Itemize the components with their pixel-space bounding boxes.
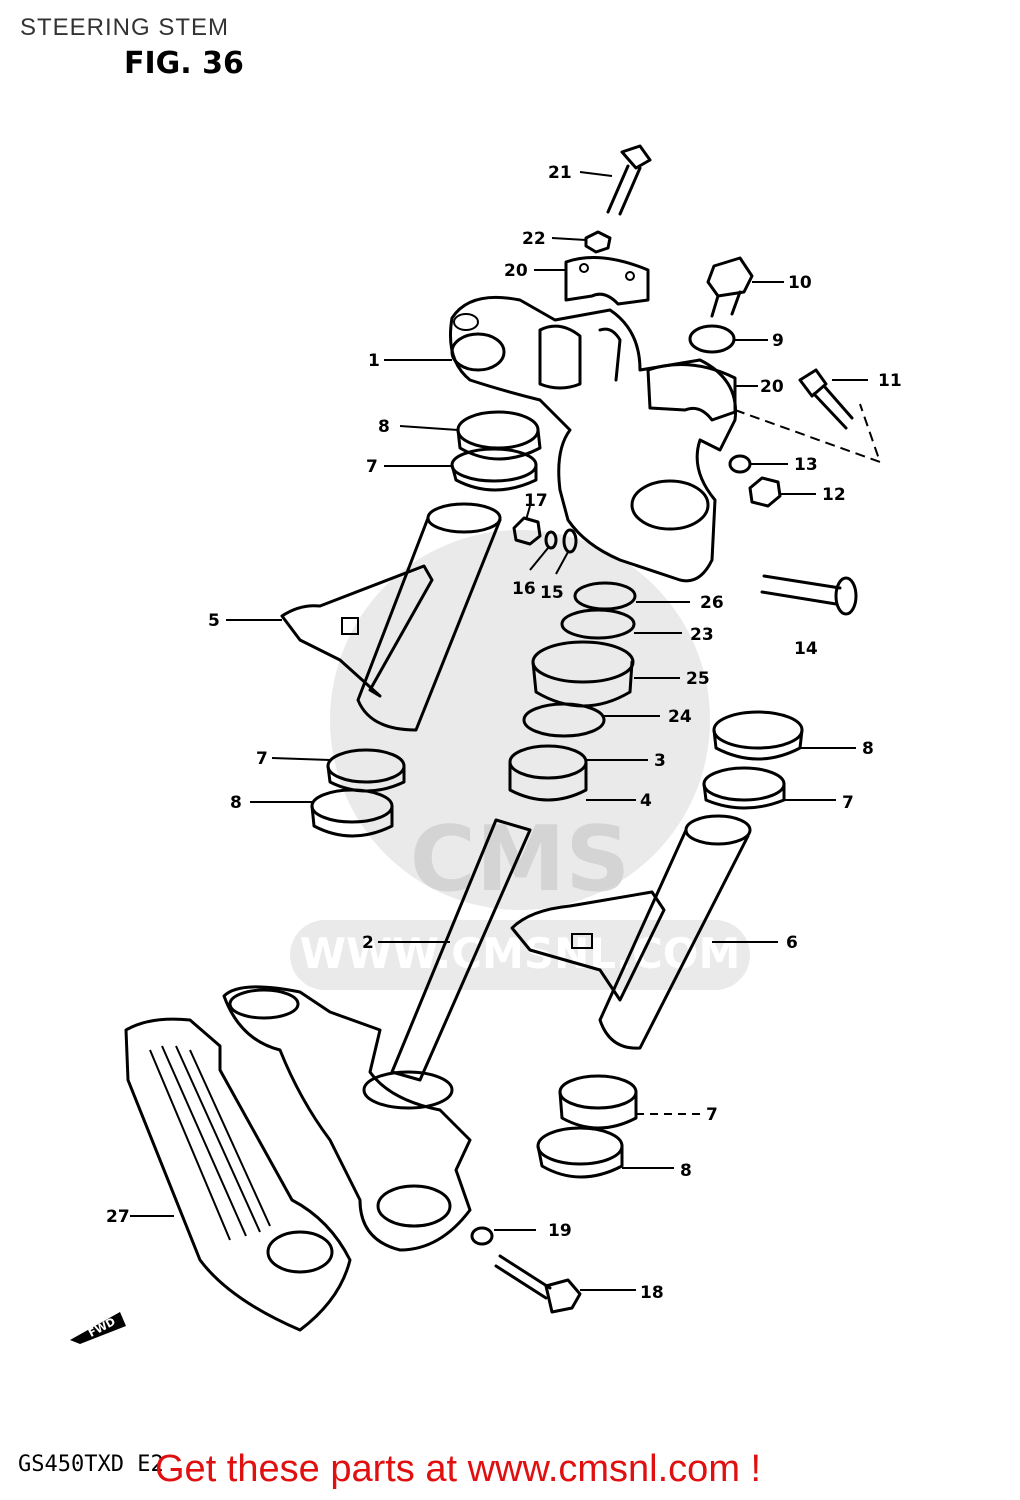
callout-numbers: 21 22 20 1 8 7 10 9 20 11 13 12 17 16 15… (106, 163, 902, 1303)
part-7-8-bearing-left (310, 748, 406, 838)
watermark-emblem (330, 530, 710, 910)
part-15-washer (562, 528, 578, 554)
callout-17: 17 (524, 491, 548, 511)
callout-7-right: 7 (842, 793, 854, 813)
callout-19: 19 (548, 1221, 572, 1241)
callout-13: 13 (794, 455, 818, 475)
fwd-arrow-icon: FWD (70, 1312, 126, 1344)
callout-8-left: 8 (230, 793, 242, 813)
part-16-washer (544, 530, 558, 550)
part-19-washer (470, 1226, 494, 1246)
part-2-steering-stem (222, 818, 532, 1252)
watermark-brand: CMS (410, 807, 630, 912)
part-10-bolt (706, 256, 754, 318)
part-8-7-bearing-upper-right (702, 710, 804, 810)
part-18-bolt (494, 1254, 582, 1314)
callout-12: 12 (822, 485, 846, 505)
callout-1: 1 (368, 351, 380, 371)
callout-25: 25 (686, 669, 710, 689)
part-12-nut (748, 476, 782, 508)
callout-14: 14 (794, 639, 818, 659)
callout-7-lower: 7 (706, 1105, 718, 1125)
callout-7-left: 7 (256, 749, 268, 769)
callout-8-upper-left: 8 (378, 417, 390, 437)
part-21-bolt (606, 144, 652, 216)
callout-2: 2 (362, 933, 374, 953)
callout-8-right: 8 (862, 739, 874, 759)
callout-26: 26 (700, 593, 724, 613)
callout-18: 18 (640, 1283, 664, 1303)
callout-20-right: 20 (760, 377, 784, 397)
callout-4: 4 (640, 791, 652, 811)
part-22-nut (584, 230, 612, 254)
part-6-headlight-bracket-right (510, 814, 752, 1050)
leader-lines (130, 171, 868, 1291)
page-title: STEERING STEM (20, 14, 230, 41)
callout-3: 3 (654, 751, 666, 771)
callout-7-upper-left: 7 (366, 457, 378, 477)
model-code: GS450TXD E2 (18, 1452, 164, 1477)
callout-16: 16 (512, 579, 536, 599)
callout-6: 6 (786, 933, 798, 953)
callout-5: 5 (208, 611, 220, 631)
part-26-23-25-24-3-4-stack (508, 581, 637, 802)
promo-link[interactable]: Get these parts at www.cmsnl.com ! (155, 1448, 762, 1490)
callout-20-top: 20 (504, 261, 528, 281)
callout-9: 9 (772, 331, 784, 351)
callout-27: 27 (106, 1207, 130, 1227)
part-20-handlebar-clamp-upper (564, 256, 650, 306)
part-13-washer (728, 454, 752, 474)
part-17-nut (512, 516, 542, 546)
callout-24: 24 (668, 707, 692, 727)
part-20-handlebar-clamp-lower (646, 363, 737, 422)
part-8-7-bearing-upper-left (450, 410, 542, 492)
callout-10: 10 (788, 273, 812, 293)
part-7-8-bearing-lower (536, 1074, 638, 1179)
callout-15: 15 (540, 583, 564, 603)
callout-11: 11 (878, 371, 902, 391)
callout-22: 22 (522, 229, 546, 249)
fwd-label: FWD (86, 1315, 118, 1340)
part-1-upper-bracket (448, 295, 738, 583)
callout-8-lower: 8 (680, 1161, 692, 1181)
part-14-bolt (760, 574, 858, 616)
figure-number: FIG. 36 (124, 46, 244, 81)
part-11-bolt (798, 368, 854, 430)
part-5-headlight-bracket-left (280, 502, 502, 732)
callout-21: 21 (548, 163, 572, 183)
part-27-stem-cover (124, 1017, 352, 1332)
part-9-washer (688, 324, 736, 354)
callout-23: 23 (690, 625, 714, 645)
